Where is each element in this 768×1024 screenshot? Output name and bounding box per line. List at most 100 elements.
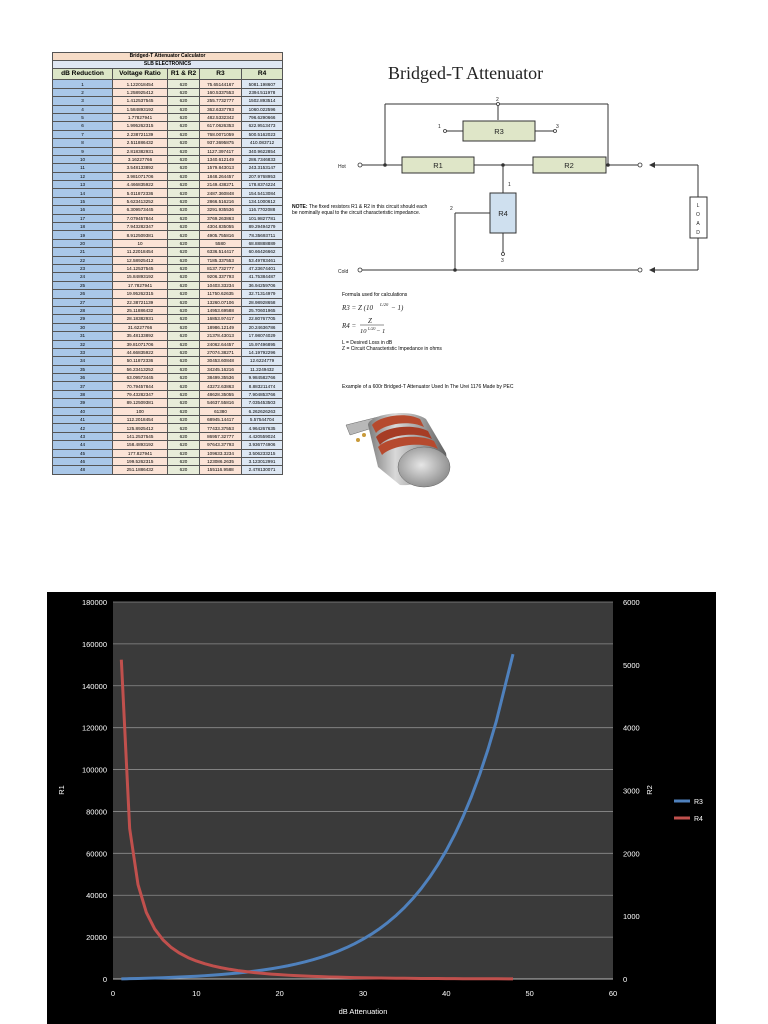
x-tick-label: 20: [275, 989, 283, 998]
table-cell: 1: [52, 79, 113, 89]
table-cell: 620: [167, 331, 200, 341]
table-cell: 2.511886432: [112, 138, 168, 148]
table-cell: 620: [167, 398, 200, 408]
table-cell: 620: [167, 440, 200, 450]
table-cell: 1.258925412: [112, 87, 168, 98]
table-cell: 33: [52, 347, 113, 358]
table-cell: 21: [52, 247, 113, 257]
table-cell: 620: [167, 222, 200, 232]
table-cell: 109633.3234: [199, 448, 242, 459]
table-cell: 5.011872336: [112, 188, 168, 198]
diagram-title: Bridged-T Attenuator: [388, 63, 544, 83]
r1-resistor: [401, 156, 475, 174]
table-cell: 24: [52, 272, 113, 282]
r3-pin2-label: 2: [496, 97, 499, 103]
table-cell: 89.12509381: [112, 398, 168, 408]
table-cell: 37: [52, 381, 113, 391]
table-cell: 16853.97417: [199, 314, 242, 324]
table-cell: 53.49783461: [240, 255, 284, 266]
example-caption: Example of a 600r Bridged-T Attenuator U…: [342, 384, 514, 390]
table-cell: 40: [52, 406, 113, 417]
table-cell: 3.936774906: [240, 440, 284, 450]
table-cell: 2.478130071: [240, 465, 284, 475]
header-voltage-ratio: Voltage Ratio: [112, 68, 168, 81]
circuit-note: NOTE: The fixed resistors R1 & R2 in thi…: [292, 204, 432, 217]
table-cell: 620: [167, 112, 200, 123]
table-cell: 17: [52, 213, 113, 224]
table-cell: 20: [52, 238, 113, 249]
table-cell: 620: [167, 448, 200, 459]
table-cell: 620: [167, 263, 200, 274]
table-cell: 54637.55816: [199, 398, 242, 408]
legend-label-r3: R3: [694, 799, 703, 806]
load-letter-d: D: [696, 230, 700, 236]
table-cell: 32: [52, 339, 113, 349]
table-cell: 8.912509381: [112, 230, 168, 240]
svg-text:L/20: L/20: [379, 302, 389, 307]
table-cell: 6.309573445: [112, 205, 168, 215]
table-cell: 3291.935536: [199, 205, 242, 215]
table-cell: 620: [167, 305, 200, 316]
table-cell: 620: [167, 465, 200, 475]
series-layer: [119, 653, 515, 981]
legend: R3 R4: [674, 799, 703, 823]
table-cell: 11.2249432: [240, 364, 284, 375]
table-cell: 86957.32777: [199, 431, 242, 442]
table-cell: 22.80767705: [240, 314, 284, 324]
table-cell: 38499.35536: [199, 373, 242, 383]
r4-pin3-label: 3: [501, 258, 504, 264]
table-cell: 38: [52, 389, 113, 400]
table-cell: 8: [52, 138, 113, 148]
table-cell: 177.827941: [112, 448, 168, 459]
table-cell: 60.66426662: [240, 247, 284, 257]
table-cell: 620: [167, 188, 200, 198]
cold-label: Cold: [338, 269, 349, 275]
table-cell: 13: [52, 180, 113, 190]
svg-text:L/20: L/20: [367, 326, 375, 331]
note-text: The fixed resistors R1 & R2 in this circ…: [292, 204, 428, 217]
table-cell: 158.4893192: [112, 440, 168, 450]
table-cell: 620: [167, 314, 200, 324]
table-cell: 6.262626263: [240, 406, 284, 417]
y-tick-label: 160000: [82, 640, 107, 649]
table-cell: 622.9513473: [240, 121, 284, 131]
table-cell: 39.81071706: [112, 339, 168, 349]
table-cell: 44.66835922: [112, 347, 168, 358]
table-cell: 10: [112, 238, 168, 249]
table-cell: 2866.516216: [199, 196, 242, 207]
table-cell: 160.5337553: [199, 87, 242, 98]
y-tick-label: 40000: [86, 891, 107, 900]
table-cell: 1502.893514: [240, 96, 284, 106]
r1-label: R1: [433, 161, 443, 170]
table-cell: 620: [167, 415, 200, 425]
table-cell: 620: [167, 247, 200, 257]
table-cell: 28.98928658: [240, 297, 284, 307]
table-cell: 36.94259706: [240, 280, 284, 291]
y2-tick-label: 5000: [623, 661, 640, 670]
tick-labels: 0200004000060000800001000001200001400001…: [82, 598, 640, 998]
table-cell: 17.7827941: [112, 280, 168, 291]
table-cell: 29: [52, 314, 113, 324]
table-cell: 620: [167, 180, 200, 190]
r4-resistor: [489, 192, 517, 234]
y2-tick-label: 4000: [623, 724, 640, 733]
table-cell: 19.95262315: [112, 289, 168, 299]
r4-label: R4: [498, 209, 508, 218]
